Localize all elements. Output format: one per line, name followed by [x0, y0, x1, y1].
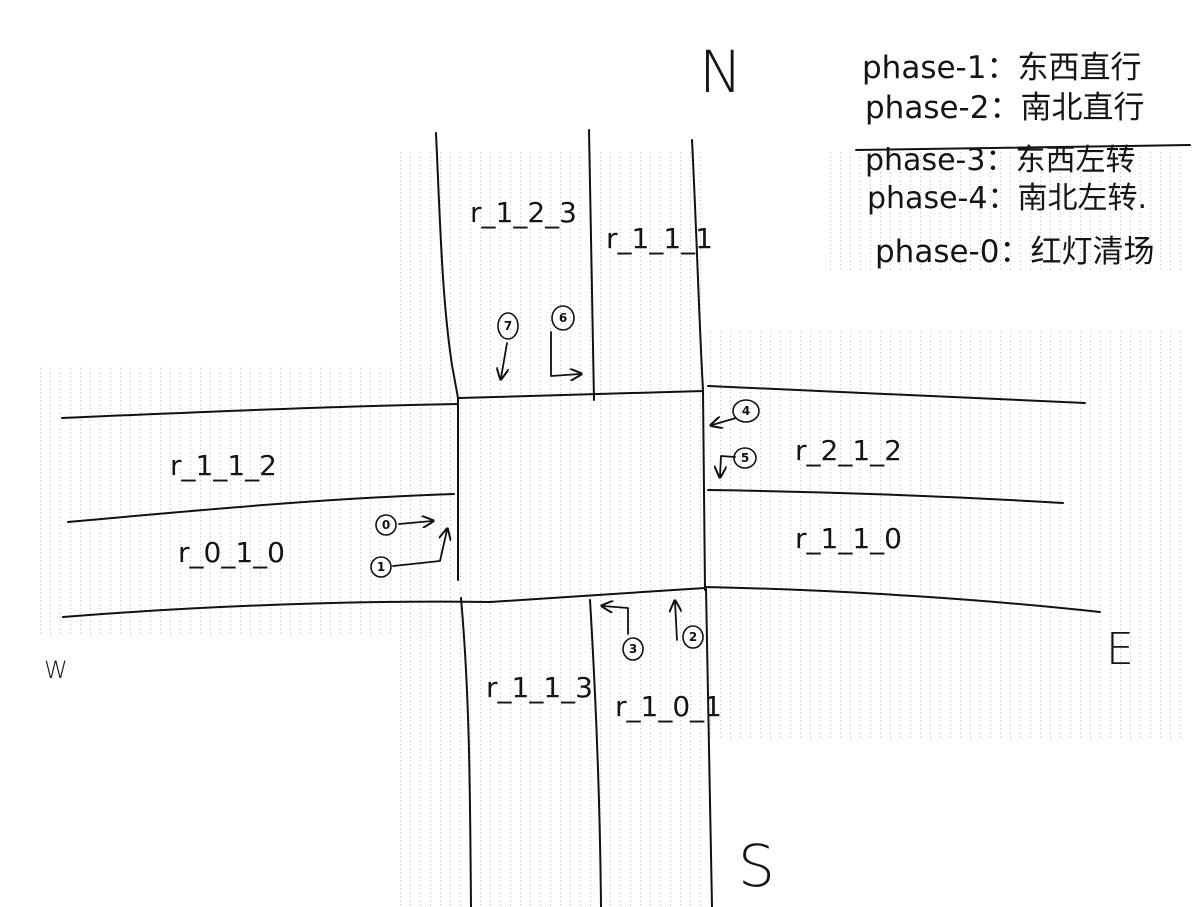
- svg-text:5: 5: [741, 451, 749, 465]
- phase-2-label: phase-2：南北直行: [865, 90, 1144, 126]
- road-label-north-left: r_1_2_3: [470, 196, 577, 229]
- movement-arrow-7: [501, 342, 507, 378]
- legend-divider: [855, 144, 1191, 151]
- movement-number-0: 0: [375, 514, 397, 536]
- phase-0-label: phase-0：红灯清场: [875, 234, 1154, 270]
- road-label-east-top: r_2_1_2: [795, 434, 902, 467]
- compass-west: W: [44, 656, 68, 684]
- svg-text:1: 1: [377, 560, 385, 574]
- svg-text:4: 4: [742, 404, 750, 418]
- movement-numbers: 0 1 2 3 4 5 6 7: [370, 305, 760, 661]
- road-label-west-top: r_1_1_2: [170, 449, 277, 482]
- road-label-south-right: r_1_0_1: [615, 690, 722, 723]
- svg-text:2: 2: [689, 630, 697, 644]
- compass-east: E: [1106, 624, 1134, 675]
- road-labels: r_1_2_3 r_1_1_1 r_1_1_2 r_0_1_0 r_2_1_2 …: [170, 196, 902, 723]
- movement-number-3: 3: [622, 637, 644, 661]
- movement-arrow-3: [603, 606, 629, 635]
- movement-number-2: 2: [682, 625, 704, 649]
- movement-arrow-0: [398, 521, 432, 524]
- phase-legend: phase-1：东西直行 phase-2：南北直行 phase-3：东西左转 p…: [855, 50, 1191, 270]
- svg-text:7: 7: [504, 319, 512, 333]
- svg-text:3: 3: [629, 642, 637, 656]
- compass-south: S: [738, 832, 775, 900]
- movement-number-7: 7: [497, 312, 519, 340]
- road-label-west-bottom: r_0_1_0: [178, 536, 285, 569]
- movement-number-5: 5: [733, 447, 757, 469]
- dotted-guides: [40, 150, 1190, 907]
- phase-4-label: phase-4：南北左转.: [867, 181, 1147, 216]
- movement-number-6: 6: [551, 305, 575, 331]
- road-label-north-right: r_1_1_1: [606, 222, 713, 255]
- compass-north: N: [699, 38, 742, 106]
- movement-arrow-5: [720, 455, 736, 476]
- movement-arrow-4: [712, 418, 737, 425]
- phase-3-label: phase-3：东西左转: [865, 143, 1135, 178]
- movement-number-4: 4: [732, 399, 760, 423]
- svg-text:0: 0: [382, 518, 390, 532]
- movement-arrows: [392, 331, 737, 641]
- road-outlines: [61, 129, 1101, 907]
- phase-1-label: phase-1：东西直行: [862, 50, 1141, 86]
- svg-text:6: 6: [559, 311, 567, 325]
- road-label-south-left: r_1_1_3: [486, 671, 593, 704]
- movement-arrow-1: [392, 530, 447, 567]
- movement-arrow-6: [550, 331, 580, 376]
- movement-number-1: 1: [370, 556, 392, 578]
- movement-arrow-2: [675, 602, 677, 641]
- road-label-east-bottom: r_1_1_0: [795, 522, 902, 555]
